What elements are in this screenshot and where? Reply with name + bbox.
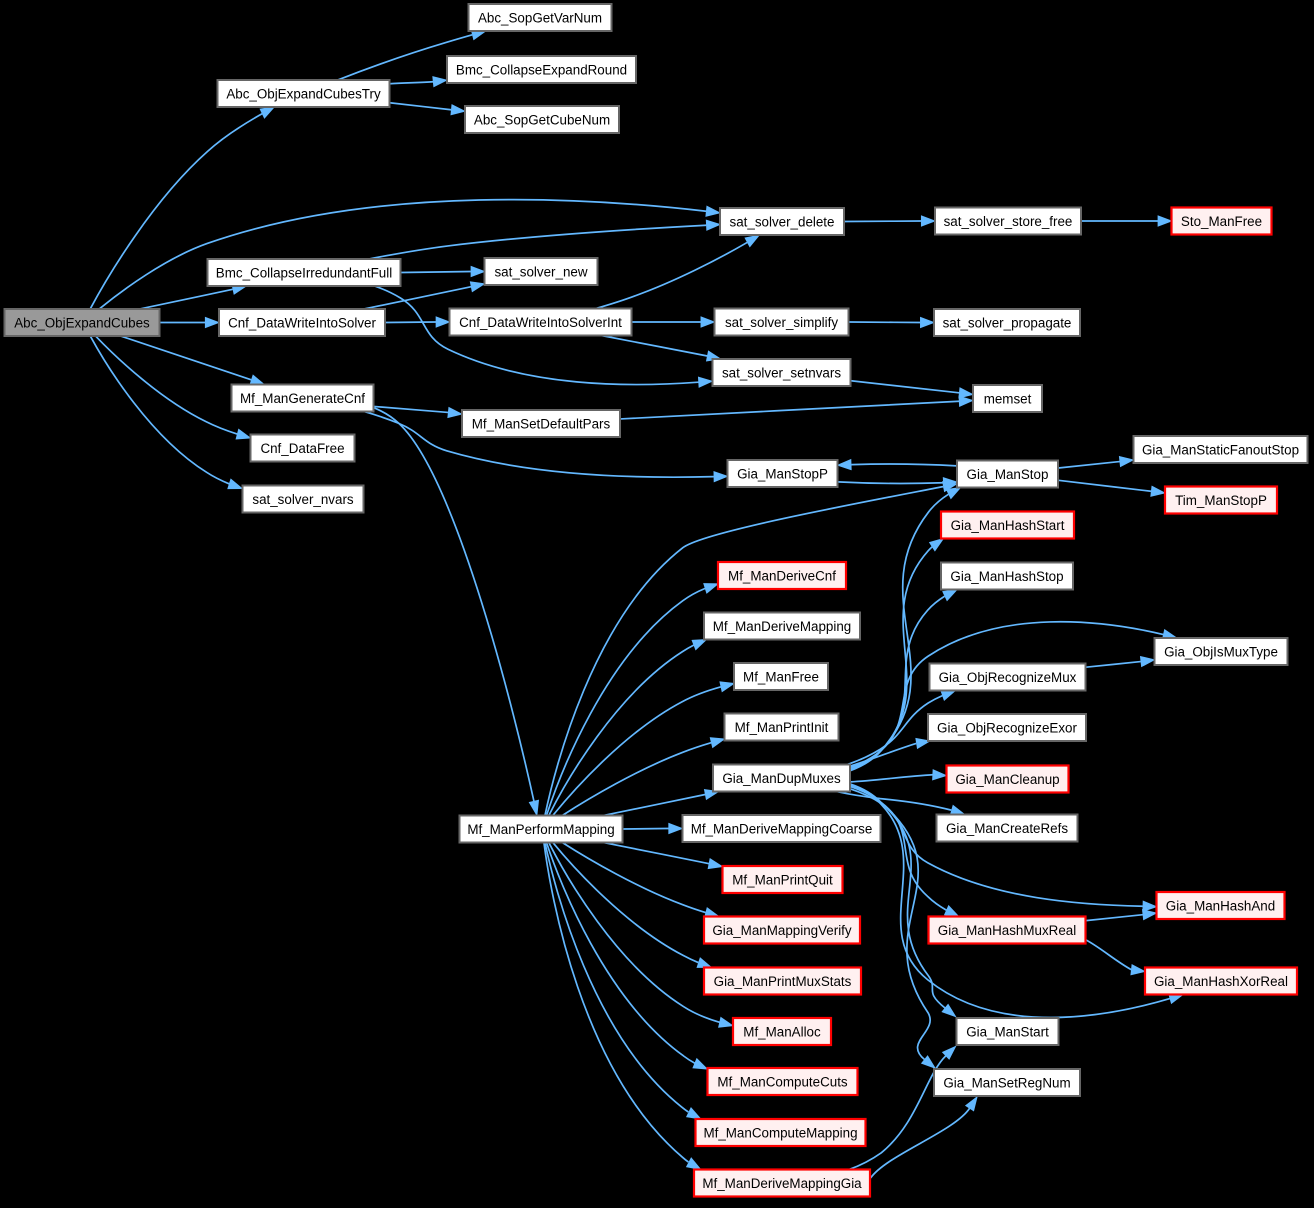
svg-text:Sto_ManFree: Sto_ManFree (1181, 214, 1262, 229)
svg-text:Mf_ManComputeMapping: Mf_ManComputeMapping (703, 1125, 857, 1140)
svg-text:Mf_ManGenerateCnf: Mf_ManGenerateCnf (240, 391, 365, 406)
svg-text:Gia_ManStop: Gia_ManStop (967, 467, 1049, 482)
svg-text:sat_solver_new: sat_solver_new (494, 264, 587, 279)
svg-text:Mf_ManDeriveMappingCoarse: Mf_ManDeriveMappingCoarse (691, 821, 873, 836)
svg-text:Cnf_DataWriteIntoSolverInt: Cnf_DataWriteIntoSolverInt (459, 315, 622, 330)
svg-text:Gia_ManHashMuxReal: Gia_ManHashMuxReal (938, 923, 1076, 938)
svg-text:Abc_ObjExpandCubes: Abc_ObjExpandCubes (14, 315, 150, 330)
svg-text:Mf_ManSetDefaultPars: Mf_ManSetDefaultPars (472, 416, 611, 431)
svg-text:Mf_ManDeriveMappingGia: Mf_ManDeriveMappingGia (702, 1176, 862, 1191)
svg-text:Mf_ManComputeCuts: Mf_ManComputeCuts (717, 1074, 848, 1089)
svg-text:Cnf_DataFree: Cnf_DataFree (260, 441, 344, 456)
svg-text:sat_solver_store_free: sat_solver_store_free (944, 214, 1073, 229)
svg-text:Gia_ManHashAnd: Gia_ManHashAnd (1166, 898, 1275, 913)
svg-text:Abc_SopGetCubeNum: Abc_SopGetCubeNum (474, 112, 610, 127)
svg-text:sat_solver_setnvars: sat_solver_setnvars (722, 365, 841, 380)
svg-text:Mf_ManAlloc: Mf_ManAlloc (743, 1024, 821, 1039)
svg-text:Bmc_CollapseIrredundantFull: Bmc_CollapseIrredundantFull (216, 265, 392, 280)
svg-text:sat_solver_nvars: sat_solver_nvars (252, 492, 354, 507)
svg-text:Mf_ManPrintInit: Mf_ManPrintInit (735, 720, 829, 735)
svg-text:Tim_ManStopP: Tim_ManStopP (1175, 493, 1267, 508)
svg-text:Bmc_CollapseExpandRound: Bmc_CollapseExpandRound (456, 62, 627, 77)
svg-text:Gia_ManHashStart: Gia_ManHashStart (951, 518, 1065, 533)
svg-text:Gia_ManSetRegNum: Gia_ManSetRegNum (943, 1075, 1070, 1090)
svg-text:Gia_ManCleanup: Gia_ManCleanup (955, 772, 1059, 787)
svg-text:Mf_ManFree: Mf_ManFree (743, 669, 819, 684)
svg-text:Gia_ManStaticFanoutStop: Gia_ManStaticFanoutStop (1142, 442, 1299, 457)
svg-text:Gia_ManCreateRefs: Gia_ManCreateRefs (946, 821, 1068, 836)
svg-text:sat_solver_delete: sat_solver_delete (730, 214, 835, 229)
svg-text:Mf_ManDeriveMapping: Mf_ManDeriveMapping (713, 619, 851, 634)
svg-text:Abc_SopGetVarNum: Abc_SopGetVarNum (478, 10, 602, 25)
svg-text:Gia_ManStopP: Gia_ManStopP (737, 466, 828, 481)
svg-text:Gia_ManHashStop: Gia_ManHashStop (950, 569, 1063, 584)
svg-text:Gia_ManPrintMuxStats: Gia_ManPrintMuxStats (714, 974, 852, 989)
svg-text:Abc_ObjExpandCubesTry: Abc_ObjExpandCubesTry (226, 86, 381, 101)
svg-text:Gia_ObjIsMuxType: Gia_ObjIsMuxType (1164, 644, 1278, 659)
svg-text:Gia_ManStart: Gia_ManStart (966, 1024, 1049, 1039)
svg-text:Cnf_DataWriteIntoSolver: Cnf_DataWriteIntoSolver (228, 315, 376, 330)
svg-text:sat_solver_simplify: sat_solver_simplify (725, 315, 838, 330)
svg-text:Gia_ManDupMuxes: Gia_ManDupMuxes (722, 771, 841, 786)
svg-text:Mf_ManPrintQuit: Mf_ManPrintQuit (732, 872, 833, 887)
svg-text:Mf_ManDeriveCnf: Mf_ManDeriveCnf (728, 568, 836, 583)
svg-text:memset: memset (984, 391, 1032, 406)
svg-text:Mf_ManPerformMapping: Mf_ManPerformMapping (467, 822, 614, 837)
svg-text:Gia_ObjRecognizeMux: Gia_ObjRecognizeMux (939, 670, 1077, 685)
svg-text:Gia_ManMappingVerify: Gia_ManMappingVerify (712, 923, 851, 938)
svg-text:Gia_ObjRecognizeExor: Gia_ObjRecognizeExor (937, 720, 1077, 735)
svg-text:sat_solver_propagate: sat_solver_propagate (943, 315, 1072, 330)
svg-text:Gia_ManHashXorReal: Gia_ManHashXorReal (1154, 974, 1288, 989)
